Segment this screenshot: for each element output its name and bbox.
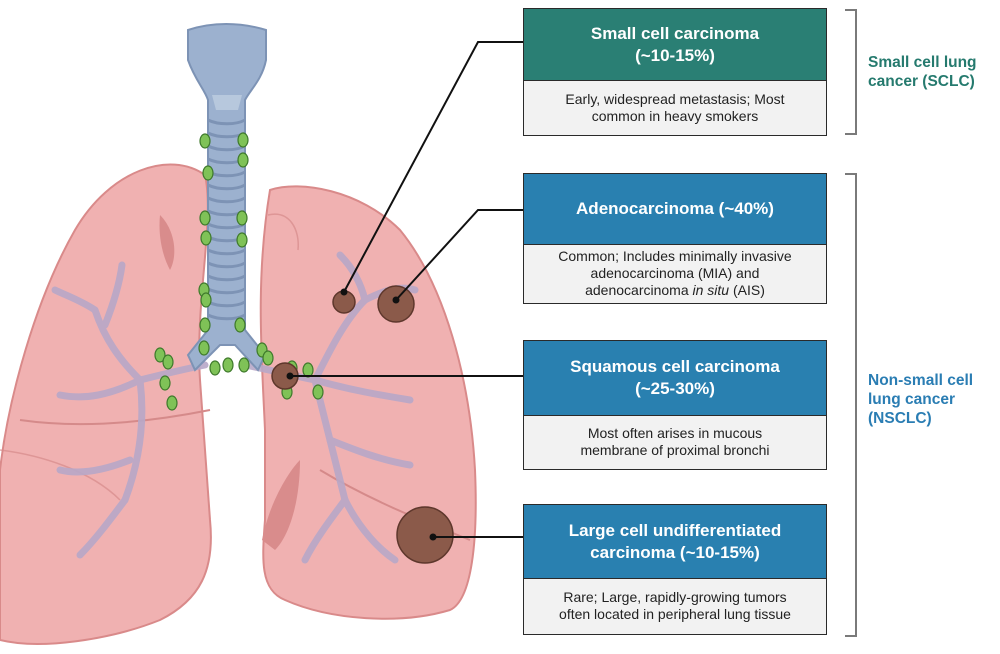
lymph-nodes	[154, 132, 324, 411]
lymph-node	[199, 317, 211, 333]
lymph-node	[237, 152, 249, 168]
lymph-node	[236, 210, 248, 226]
leader-lines	[286, 41, 523, 541]
group-label-line: Non-small cell	[868, 372, 974, 389]
card-large-cell-description: Rare; Large, rapidly-growing tumors ofte…	[524, 579, 826, 633]
title-line: (~10-15%)	[635, 45, 715, 65]
card-small-cell-title: Small cell carcinoma (~10-15%)	[524, 9, 826, 81]
lymph-node	[238, 357, 250, 373]
desc-line: often located in peripheral lung tissue	[559, 606, 791, 622]
card-adenocarcinoma: Adenocarcinoma (~40%) Common; Includes m…	[523, 173, 827, 304]
title-line: Adenocarcinoma (~40%)	[576, 199, 774, 218]
lymph-node	[202, 165, 214, 181]
trachea	[186, 23, 267, 372]
lymph-node	[198, 340, 210, 356]
card-squamous-description: Most often arises in mucous membrane of …	[524, 416, 826, 468]
group-label-line: cancer (SCLC)	[868, 73, 975, 90]
lymph-node	[262, 350, 274, 366]
group-label-nsclc: Non-small cell lung cancer (NSCLC)	[868, 371, 973, 428]
desc-line: common in heavy smokers	[591, 107, 759, 124]
trachea-ring	[207, 274, 246, 282]
desc-line: membrane of proximal bronchi	[580, 442, 770, 458]
dot-small-cell	[340, 288, 348, 296]
lymph-node	[237, 132, 249, 148]
desc-line: Common; Includes minimally invasive	[558, 248, 792, 264]
card-large-cell-title: Large cell undifferentiated carcinoma (~…	[524, 505, 826, 579]
group-label-line: Small cell lung	[868, 54, 977, 71]
card-large-cell: Large cell undifferentiated carcinoma (~…	[523, 504, 827, 635]
tumor-large-cell	[396, 506, 454, 564]
group-label-sclc: Small cell lung cancer (SCLC)	[868, 53, 977, 91]
desc-suffix: (AIS)	[729, 282, 765, 298]
title-line: Squamous cell carcinoma	[570, 357, 780, 376]
desc-line: adenocarcinoma in situ (AIS)	[558, 282, 791, 299]
group-label-line: (NSCLC)	[868, 410, 932, 427]
lymph-node	[162, 354, 174, 370]
dot-adeno	[392, 296, 400, 304]
left-bronchi	[51, 261, 209, 559]
tumors	[271, 285, 454, 564]
group-label-line: lung cancer	[868, 391, 955, 408]
tumor-adenocarcinoma	[377, 285, 415, 323]
lymph-node	[312, 384, 324, 400]
leader-adeno	[395, 209, 523, 301]
dot-large-cell	[429, 533, 437, 541]
lymph-node	[200, 292, 212, 308]
leader-small-cell	[343, 41, 523, 293]
desc-prefix: adenocarcinoma	[585, 282, 693, 298]
trachea-ring	[207, 118, 246, 126]
desc-line: Rare; Large, rapidly-growing tumors	[563, 589, 787, 605]
title-line: Small cell carcinoma	[590, 23, 760, 43]
bracket-nsclc	[845, 173, 857, 637]
lymph-node	[199, 210, 211, 226]
lymph-node	[234, 317, 246, 333]
desc-italic: in situ	[692, 282, 730, 298]
desc-line: Early, widespread metastasis; Most	[565, 90, 785, 107]
trachea-ring	[207, 313, 246, 321]
brackets	[845, 9, 857, 637]
lymph-node	[222, 357, 234, 373]
lymph-node	[154, 347, 166, 363]
bracket-sclc	[845, 9, 857, 135]
trachea-ring	[207, 196, 246, 204]
lymph-node	[200, 230, 212, 246]
card-adenocarcinoma-description: Common; Includes minimally invasive aden…	[524, 245, 826, 302]
title-line: (~25-30%)	[635, 379, 715, 398]
card-squamous-title: Squamous cell carcinoma (~25-30%)	[524, 341, 826, 416]
lymph-node	[209, 360, 221, 376]
title-line: Large cell undifferentiated	[568, 520, 782, 540]
card-adenocarcinoma-title: Adenocarcinoma (~40%)	[524, 174, 826, 245]
card-small-cell-description: Early, widespread metastasis; Most commo…	[524, 81, 826, 134]
desc-line: Most often arises in mucous	[587, 425, 763, 441]
trachea-ring	[207, 183, 246, 191]
desc-line: adenocarcinoma (MIA) and	[590, 265, 760, 281]
dot-squamous	[286, 372, 294, 380]
title-line: carcinoma (~10-15%)	[590, 542, 760, 562]
lymph-node	[166, 395, 178, 411]
card-small-cell: Small cell carcinoma (~10-15%) Early, wi…	[523, 8, 827, 136]
lymph-node	[302, 362, 314, 378]
lymph-node	[199, 133, 211, 149]
trachea-ring	[207, 287, 246, 295]
left-lung	[0, 163, 212, 645]
lymph-node	[236, 232, 248, 248]
lymph-node	[159, 375, 171, 391]
right-bronchi	[241, 251, 419, 564]
trachea-ring	[207, 248, 246, 256]
card-squamous: Squamous cell carcinoma (~25-30%) Most o…	[523, 340, 827, 470]
trachea-ring	[207, 261, 246, 269]
